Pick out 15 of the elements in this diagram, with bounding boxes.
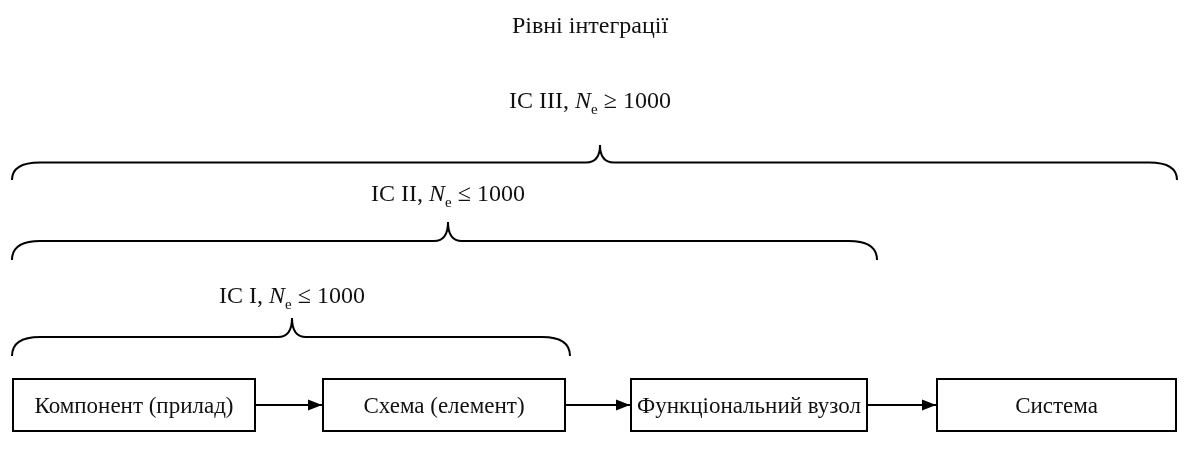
level-label: IC I, N$_{e}$ ≤ 1000 <box>219 282 365 313</box>
arrow <box>867 399 937 411</box>
process-box <box>936 378 1177 432</box>
level-label: IC III, N$_{e}$ ≥ 1000 <box>509 87 671 118</box>
arrow <box>255 399 323 411</box>
diagram-title: Рівні інтеграції <box>511 12 669 39</box>
box-label: Схема (елемент) <box>363 391 525 419</box>
box-label: Компонент (прилад) <box>34 391 234 419</box>
box-label: Функціональний вузол <box>637 391 861 419</box>
process-box <box>322 378 566 432</box>
process-box <box>12 378 256 432</box>
arrow <box>565 399 631 411</box>
box-label: Система <box>1015 391 1098 419</box>
process-box <box>630 378 868 432</box>
level-label: IC II, N$_{e}$ ≤ 1000 <box>371 180 525 211</box>
